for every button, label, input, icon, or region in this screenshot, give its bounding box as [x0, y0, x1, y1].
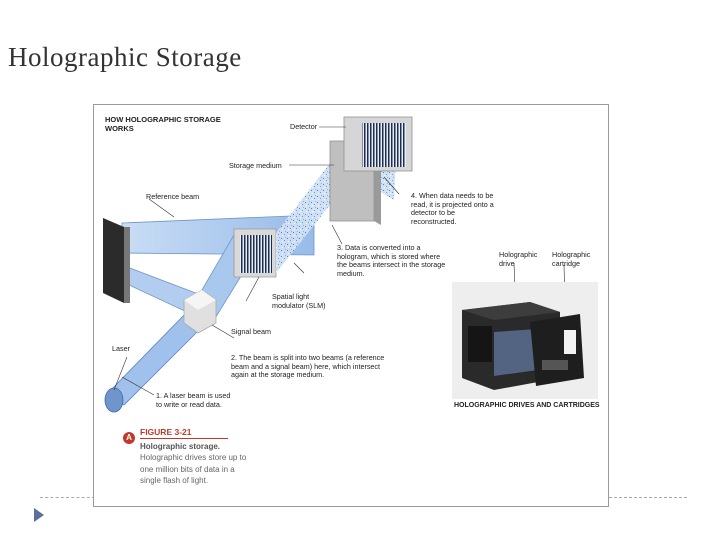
caption-badge: A	[123, 432, 135, 444]
drive-and-cartridge-image	[452, 282, 598, 399]
label-holographic-drive: Holographic drive	[499, 250, 538, 268]
holographic-diagram	[103, 116, 567, 413]
photo-caption: HOLOGRAPHIC DRIVES AND CARTRIDGES	[454, 402, 600, 409]
slide-title: Holographic Storage	[8, 42, 242, 72]
label-step-4: 4. When data needs to be read, it is pro…	[411, 191, 494, 226]
label-reference-beam: Reference beam	[146, 192, 200, 201]
bullet-arrow-icon	[34, 508, 44, 522]
label-step-1: 1. A laser beam is used to write or read…	[156, 391, 231, 409]
caption-body: Holographic drives store up to one milli…	[140, 453, 247, 485]
label-laser: Laser	[112, 344, 130, 353]
figure-heading: HOW HOLOGRAPHIC STORAGE WORKS	[105, 115, 221, 133]
label-step-2: 2. The beam is split into two beams (a r…	[231, 353, 385, 380]
label-step-3: 3. Data is converted into a hologram, wh…	[337, 243, 446, 278]
holographic-storage-figure: HOW HOLOGRAPHIC STORAGE WORKS Detector S…	[93, 104, 609, 507]
footer-divider-right	[609, 497, 687, 498]
laser-source	[104, 387, 124, 413]
label-holographic-cartridge: Holographic cartridge	[552, 250, 591, 268]
label-detector: Detector	[290, 122, 318, 131]
footer-divider-left	[40, 497, 95, 498]
figure-number: FIGURE 3-21	[140, 427, 192, 437]
drives-photo	[452, 282, 598, 399]
figure-caption: FIGURE 3-21 Holographic storage. Hologra…	[140, 427, 250, 487]
caption-title: Holographic storage.	[140, 442, 221, 451]
mirror	[103, 218, 124, 303]
label-slm: Spatial light modulator (SLM)	[272, 292, 326, 310]
label-storage-medium: Storage medium	[229, 161, 282, 170]
caption-rule	[140, 438, 228, 439]
label-signal-beam: Signal beam	[231, 327, 271, 336]
